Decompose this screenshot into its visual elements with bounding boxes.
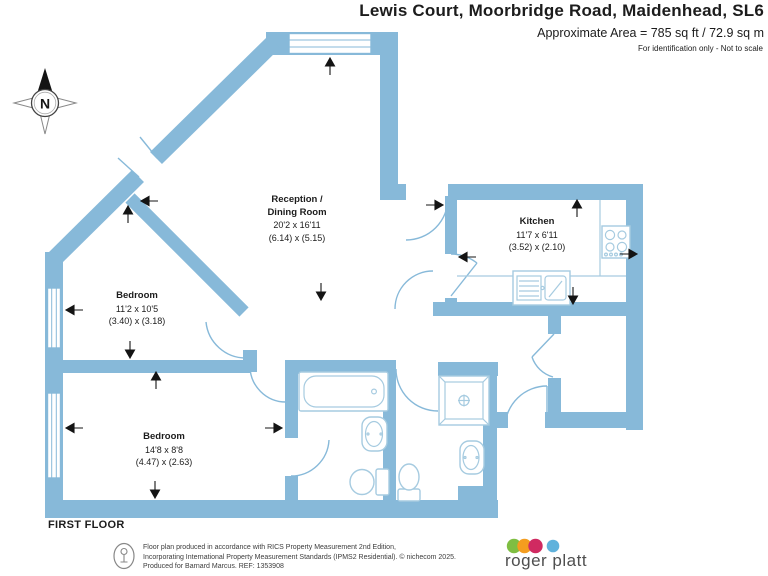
measure-arrow [265, 422, 284, 434]
measure-arrow [124, 341, 136, 360]
measure-arrow [324, 56, 336, 75]
kitchen-sink-icon [512, 270, 571, 306]
bath-icon [298, 371, 389, 412]
room-name: Bedroom [143, 431, 185, 442]
room-dims-metric: (3.40) x (3.18) [108, 316, 166, 326]
window-icon [288, 32, 372, 55]
room-dims-imperial: 20'2 x 16'11 [273, 220, 321, 230]
footer-line: Floor plan produced in accordance with R… [143, 544, 396, 551]
measure-arrow [122, 204, 134, 223]
measure-arrow [64, 304, 83, 316]
measure-arrow [139, 195, 158, 207]
room-label-bedroom-1: Bedroom 11'2 x 10'5 (3.40) x (3.18) [109, 290, 166, 328]
room-dims-imperial: 11'2 x 10'5 [115, 303, 159, 314]
measure-arrow [149, 481, 161, 500]
footer-line: Incorporating International Property Mea… [143, 553, 456, 561]
room-dims-metric: (6.14) x (5.15) [268, 232, 326, 243]
window-icon [46, 392, 62, 479]
measure-arrow [457, 251, 476, 263]
room-dims-metric: (4.47) x (2.63) [135, 457, 193, 467]
room-name: Kitchen [519, 216, 555, 227]
compass-north-icon: N [12, 68, 78, 135]
room-label-kitchen: Kitchen 11'7 x 6'11 (3.52) x (2.10) [509, 216, 566, 254]
footer-disclaimer: Floor plan produced in accordance with R… [143, 543, 456, 572]
measure-arrow [426, 199, 445, 211]
basin-icon [459, 440, 485, 475]
footer-line: Produced for Barnard Marcus. REF: 135390… [143, 563, 284, 570]
identification-disclaimer: For identification only - Not to scale [638, 44, 763, 53]
measure-arrow [150, 370, 162, 389]
measure-arrow [567, 287, 579, 306]
toilet-icon [397, 463, 421, 502]
floor-label: FIRST FLOOR [48, 519, 125, 531]
room-name: Reception / [271, 194, 323, 205]
compass-label: N [40, 96, 50, 112]
approximate-area: Approximate Area = 785 sq ft / 72.9 sq m [537, 26, 764, 40]
roger-platt-logo-text: roger platt [505, 551, 588, 570]
room-label-bedroom-2: Bedroom 14'8 x 8'8 (4.47) x (2.63) [136, 431, 193, 469]
window-icon [46, 287, 62, 349]
room-dims-imperial: 14'8 x 8'8 [145, 444, 183, 455]
room-dims-imperial: 11'7 x 6'11 [516, 229, 558, 240]
room-name: Bedroom [116, 290, 158, 301]
measure-arrow [315, 283, 327, 302]
toilet-icon [349, 468, 390, 496]
hob-icon [601, 225, 631, 259]
measure-arrow [620, 248, 639, 260]
roger-platt-logo-dots-icon [506, 538, 560, 554]
measure-arrows [64, 56, 639, 500]
page-title: Lewis Court, Moorbridge Road, Maidenhead… [359, 1, 764, 20]
nichecom-logo-icon [113, 542, 135, 570]
room-label-reception: Reception / Dining Room 20'2 x 16'11 (6.… [267, 194, 326, 244]
measure-arrow [571, 198, 583, 217]
room-name: Dining Room [267, 206, 327, 218]
basin-icon [361, 416, 388, 452]
door-arcs [117, 136, 555, 477]
measure-arrow [64, 422, 83, 434]
shower-icon [438, 375, 490, 426]
room-dims-metric: (3.52) x (2.10) [508, 242, 566, 252]
